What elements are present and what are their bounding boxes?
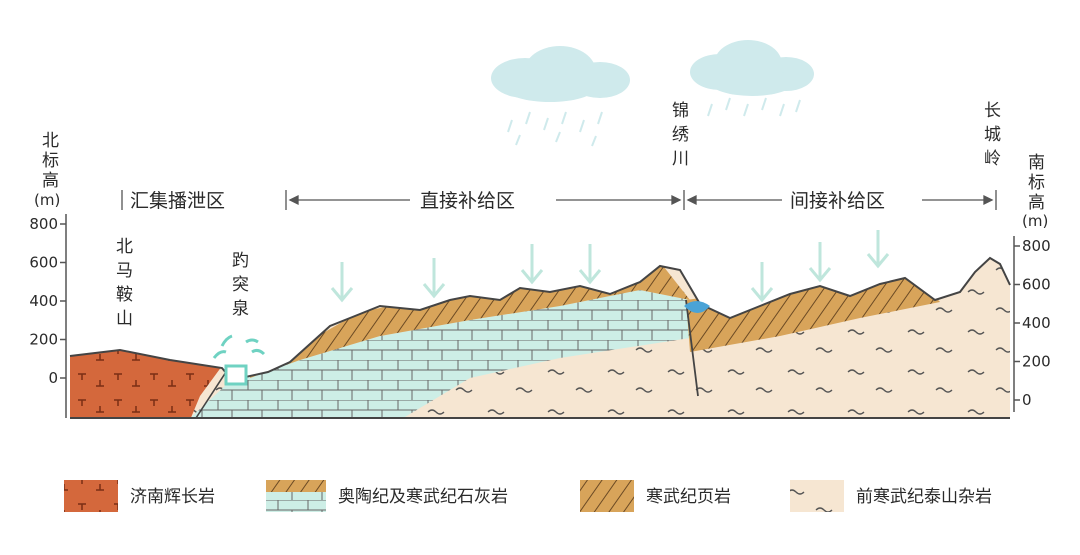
contact-line: [195, 371, 227, 419]
svg-text:城: 城: [984, 125, 1001, 145]
right-axis: 南 标 高 (m) 800 600 400 200 0: [1013, 153, 1051, 412]
legend-swatch-shale: [580, 480, 634, 512]
shale-south-layer: [686, 268, 940, 352]
zone-direct-label: 直接补给区: [420, 190, 515, 212]
svg-text:北: 北: [116, 237, 133, 257]
svg-text:绣: 绣: [672, 125, 689, 145]
axis-tick-label: 800: [29, 215, 58, 233]
place-jinxiuchuan: 锦 绣 川: [672, 101, 689, 169]
axis-tick-label: 0: [1022, 391, 1032, 409]
legend: 济南辉长岩 奥陶纪及寒武纪石灰岩 寒武纪页岩 前寒武纪泰山杂岩: [64, 480, 992, 512]
svg-text:川: 川: [672, 149, 689, 169]
svg-text:长: 长: [984, 101, 1001, 121]
fault-line: [685, 299, 699, 397]
spring-icon: [212, 334, 266, 386]
svg-text:马: 马: [116, 261, 133, 281]
right-axis-title-char: 高: [1028, 193, 1045, 213]
limestone-layer: [188, 290, 690, 418]
axis-tick-label: 800: [1022, 237, 1051, 255]
svg-text:突: 突: [232, 275, 249, 295]
ground-surface: [69, 256, 1011, 382]
svg-text:锦: 锦: [672, 101, 689, 121]
svg-text:趵: 趵: [232, 251, 249, 271]
geology-layers: [70, 258, 1010, 418]
axis-tick-label: 400: [29, 292, 58, 310]
legend-label-shale: 寒武纪页岩: [646, 487, 731, 507]
legend-swatch-gabbro: [64, 480, 118, 512]
shale-north-layer: [250, 262, 690, 378]
axis-tick-label: 200: [29, 331, 58, 349]
zone-indirect-label: 间接补给区: [790, 190, 885, 212]
right-axis-title-char: 南: [1028, 153, 1045, 173]
svg-text:泉: 泉: [232, 299, 249, 319]
place-changchengling: 长 城 岭: [984, 101, 1001, 169]
axis-tick-label: 600: [1022, 276, 1051, 294]
rain-left: [507, 111, 603, 147]
legend-swatch-granite: [790, 480, 844, 512]
right-axis-unit: (m): [1022, 212, 1048, 230]
cloud-right: [690, 40, 814, 96]
axis-tick-label: 0: [48, 369, 58, 387]
svg-text:山: 山: [116, 309, 133, 329]
rain-right: [707, 97, 801, 117]
legend-label-granite: 前寒武纪泰山杂岩: [856, 487, 992, 507]
left-axis-title-char: 标: [42, 151, 59, 171]
left-axis: 北 标 高 (m) 800 600 400 200 0: [29, 131, 67, 418]
left-axis-title-char: 高: [42, 171, 59, 191]
left-axis-title-char: 北: [42, 131, 59, 151]
axis-tick-label: 600: [29, 254, 58, 272]
river-water: [684, 301, 710, 313]
legend-label-gabbro: 济南辉长岩: [130, 487, 215, 507]
axis-tick-label: 200: [1022, 353, 1051, 371]
place-baotuquan: 趵 突 泉: [232, 251, 249, 319]
place-beimaanshan: 北 马 鞍 山: [116, 237, 133, 329]
legend-label-limestone: 奥陶纪及寒武纪石灰岩: [338, 487, 508, 507]
svg-text:鞍: 鞍: [116, 285, 133, 305]
svg-text:岭: 岭: [984, 149, 1001, 169]
right-axis-title-char: 标: [1028, 173, 1045, 193]
zone-discharge-label: 汇集播泄区: [130, 190, 225, 212]
gabbro-layer: [70, 348, 222, 418]
axis-tick-label: 400: [1022, 314, 1051, 332]
cloud-left: [491, 46, 630, 102]
infiltration-arrows: [330, 230, 890, 303]
left-axis-unit: (m): [34, 191, 60, 209]
zone-brackets: [121, 190, 997, 210]
